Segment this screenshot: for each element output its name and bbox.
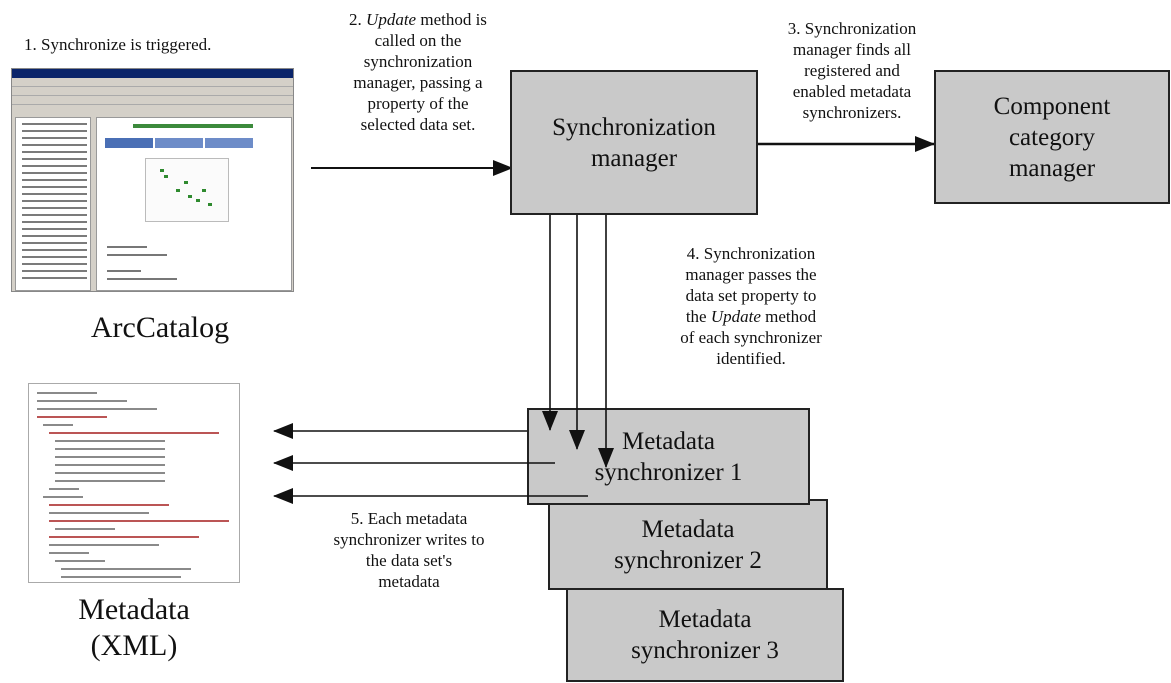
component-category-manager-label: Component category manager bbox=[993, 92, 1111, 182]
step-2-line-1: 2. Update method is bbox=[349, 10, 487, 29]
synchronization-manager-box: Synchronization manager bbox=[510, 70, 758, 215]
step-3-line-3: registered and bbox=[804, 61, 900, 80]
step-3-line-5: synchronizers. bbox=[802, 103, 902, 122]
step-4-line-4: the Update method bbox=[685, 307, 817, 326]
step-5-line-1: 5. Each metadata bbox=[350, 509, 468, 528]
step-4-line-5: of each synchronizer bbox=[680, 328, 822, 347]
step-4-label: 4. Synchronization manager passes the da… bbox=[640, 243, 862, 369]
step-2-line-4: manager, passing a bbox=[353, 73, 483, 92]
metadata-xml-screenshot bbox=[28, 383, 240, 583]
arccatalog-screenshot bbox=[11, 68, 294, 292]
step-3-label: 3. Synchronization manager finds all reg… bbox=[764, 18, 940, 123]
synchronization-manager-label: Synchronization manager bbox=[552, 113, 716, 172]
metadata-synchronizer-2-box: Metadata synchronizer 2 bbox=[548, 499, 828, 590]
metadata-synchronizer-1-box: Metadata synchronizer 1 bbox=[527, 408, 810, 505]
metadata-xml-caption: Metadata (XML) bbox=[78, 593, 190, 662]
step-2-line-2: called on the bbox=[374, 31, 462, 50]
metadata-synchronizer-2-label: Metadata synchronizer 2 bbox=[614, 515, 762, 574]
step-2-line-5: property of the bbox=[367, 94, 469, 113]
component-category-manager-box: Component category manager bbox=[934, 70, 1170, 204]
step-1-label: 1. Synchronize is triggered. bbox=[24, 35, 212, 54]
step-5-line-2: synchronizer writes to bbox=[333, 530, 485, 549]
step-5-line-3: the data set's bbox=[365, 551, 453, 570]
metadata-synchronizer-3-label: Metadata synchronizer 3 bbox=[631, 606, 779, 664]
step-5-line-4: metadata bbox=[378, 572, 440, 591]
step-4-line-1: 4. Synchronization bbox=[686, 244, 816, 263]
step-4-line-3: data set property to bbox=[685, 286, 817, 305]
step-3-line-2: manager finds all bbox=[792, 40, 911, 59]
step-2-line-6: selected data set. bbox=[360, 115, 476, 134]
step-2-label: 2. Update method is called on the synchr… bbox=[318, 9, 518, 135]
step-4-line-6: identified. bbox=[716, 349, 786, 368]
step-5-label: 5. Each metadata synchronizer writes to … bbox=[296, 508, 522, 592]
step-4-line-2: manager passes the bbox=[685, 265, 817, 284]
step-3-line-4: enabled metadata bbox=[792, 82, 912, 101]
step-2-line-3: synchronization bbox=[363, 52, 473, 71]
metadata-synchronizer-3-box: Metadata synchronizer 3 bbox=[566, 588, 844, 682]
step-3-line-1: 3. Synchronization bbox=[787, 19, 917, 38]
metadata-synchronizer-1-label: Metadata synchronizer 1 bbox=[594, 427, 743, 486]
arccatalog-caption: ArcCatalog bbox=[90, 311, 230, 344]
